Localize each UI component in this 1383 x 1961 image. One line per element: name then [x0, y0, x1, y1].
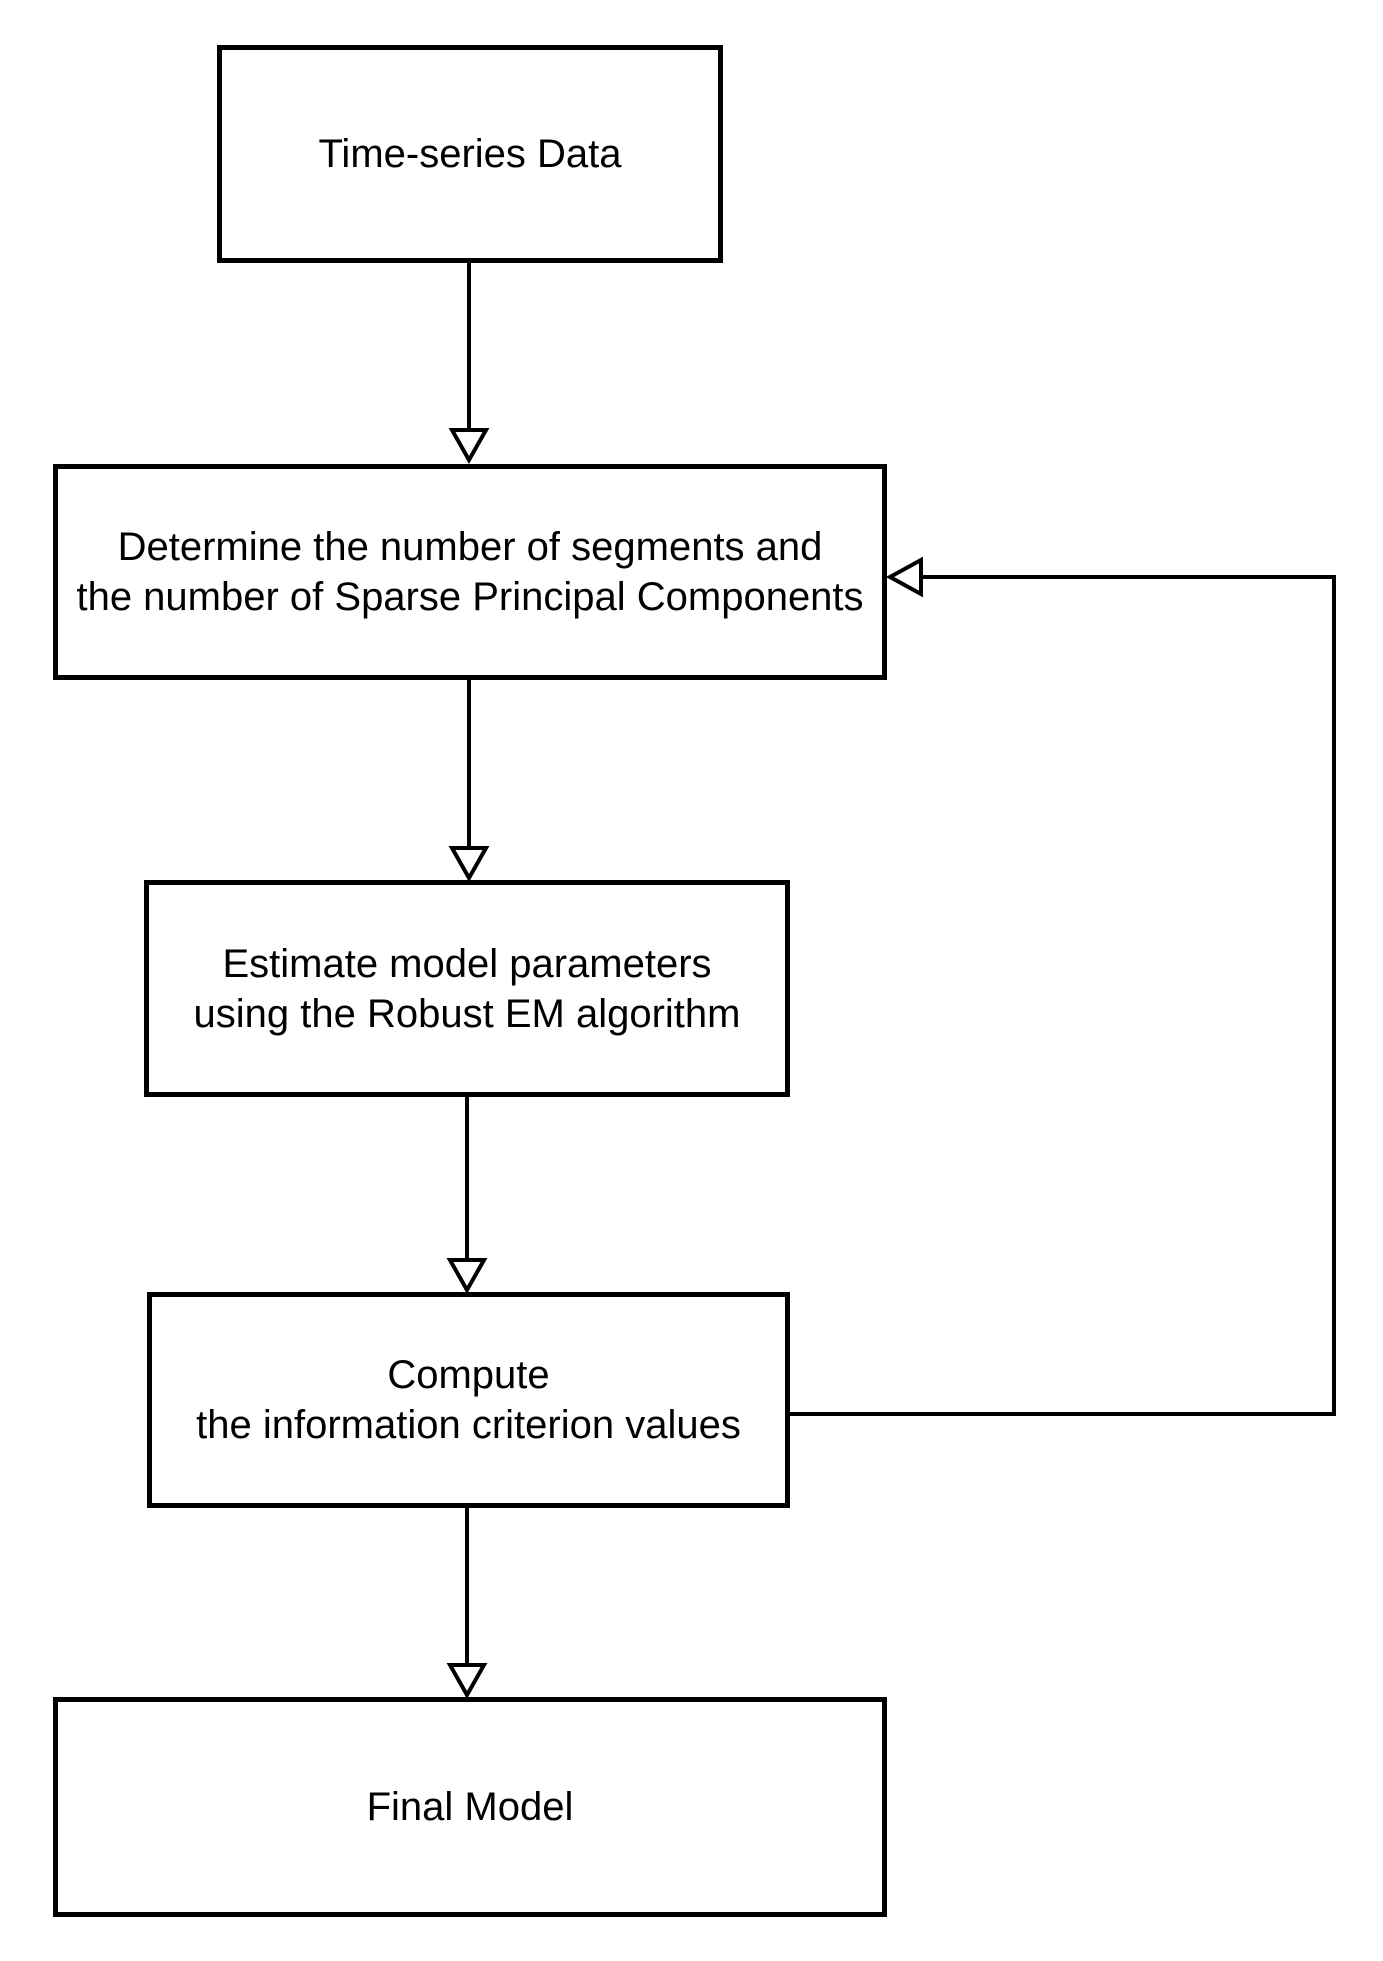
node-estimate-parameters: Estimate model parameters using the Robu… — [144, 880, 790, 1097]
node-compute-information-criterion: Compute the information criterion values — [147, 1292, 790, 1508]
node-final-model: Final Model — [53, 1697, 887, 1917]
arrowhead-left-icon — [885, 556, 923, 598]
arrowhead-down-icon — [446, 1663, 488, 1700]
edge-feedback-loop — [790, 575, 1336, 1416]
node-determine-segments-spcs: Determine the number of segments and the… — [53, 464, 887, 680]
arrowhead-down-icon — [448, 428, 490, 465]
node-time-series-data: Time-series Data — [217, 45, 723, 263]
arrowhead-down-icon — [448, 846, 490, 883]
arrowhead-down-icon — [446, 1258, 488, 1295]
